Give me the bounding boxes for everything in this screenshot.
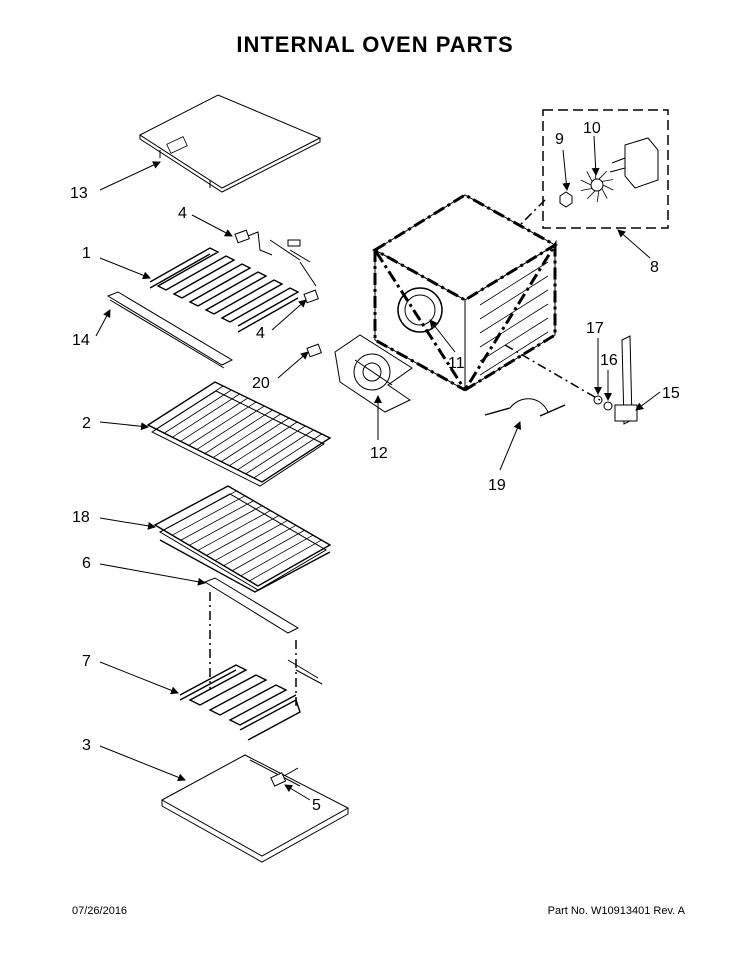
rack-wire [249,539,322,582]
fan-blade [601,188,608,199]
callout-9: 9 [555,131,564,148]
part-9-nut [559,191,573,208]
part-14-trim-strip [106,291,234,369]
rack-wire [212,413,281,458]
fan-blade [602,184,614,191]
callout-10: 10 [583,120,601,137]
rack-wire [214,520,288,561]
part-8-convection-assembly [542,109,669,229]
rack-wire [253,433,323,479]
rack-wire [171,495,246,536]
part-10-fan-blade [580,167,614,203]
rack-wire [232,529,305,572]
cavity-rail [479,289,549,334]
callout-8: 8 [650,259,659,276]
rack-wire [223,524,297,567]
rack-wire [189,505,263,546]
rack-wire [204,409,273,454]
rack-wire [155,385,224,430]
callout-5: 5 [312,797,321,814]
part-6-bracket [203,577,300,710]
cavity-rail [479,261,549,306]
fan-blade [596,190,600,203]
rack-wire [197,510,271,551]
callout-7: 7 [82,653,91,670]
callout-12: 12 [370,445,388,462]
cavity-rail [479,331,549,376]
rack-wire [196,405,265,450]
rack-wire [164,389,232,434]
callout-14: 14 [72,332,90,349]
part-11-oven-cavity [372,193,558,392]
rack-wire [206,515,280,556]
part-18-gliding-rack [153,485,332,593]
part-4-screw-lower [299,261,319,304]
callout-18: 18 [72,509,90,526]
fan-blade [586,171,593,182]
callout-16: 16 [600,352,618,369]
page-title: INTERNAL OVEN PARTS [236,32,514,57]
part-2-oven-rack [146,381,332,487]
part-15-sensor [614,335,638,425]
part-3-bottom-panel [160,754,350,863]
fan-blade [601,179,614,182]
part-8-motor [609,137,659,189]
callout-4-upper: 4 [178,205,187,222]
footer-date: 07/26/2016 [72,905,128,917]
part-7-bake-element [179,659,323,741]
part-13-top-panel [139,94,322,193]
callout-6: 6 [82,555,91,572]
part-19-probe [484,398,566,417]
callout-17: 17 [586,320,604,337]
part-20-screw [306,343,322,358]
rack-wire [245,429,314,475]
callout-20: 20 [252,375,270,392]
rack-wire [163,490,237,531]
callout-3: 3 [82,737,91,754]
callout-19: 19 [488,477,506,494]
cavity-rail [479,275,549,320]
cavity-rail [479,303,549,348]
callout-15: 15 [662,385,680,402]
callout-4-lower: 4 [256,325,265,342]
part-12-fan-cover [334,334,413,413]
part-17-screw [593,395,603,405]
fan-blade [580,179,592,186]
rack-wire [180,500,254,541]
fan-blade [580,188,593,191]
rack-wire [221,417,290,462]
fan-blade [586,190,596,200]
part-1-broil-element [149,239,311,333]
part-5-screw [270,767,299,787]
rack-wire [180,397,249,442]
part-16-grommet [603,401,613,411]
callout-13: 13 [70,185,88,202]
rack-wire [237,425,306,471]
rack-wire [240,534,314,577]
callout-2: 2 [82,415,91,432]
cavity-rail [479,317,549,362]
callout-11: 11 [448,355,465,372]
rack-wire [188,401,257,446]
rack-wire [172,393,240,438]
leader-lines [95,135,661,801]
rack-wire [229,421,298,467]
callout-1: 1 [82,245,91,262]
part-4-screw-upper [234,229,273,256]
fan-blade [598,170,608,180]
footer-part-number: Part No. W10913401 Rev. A [547,905,685,917]
fan-alignment-line [519,199,546,226]
